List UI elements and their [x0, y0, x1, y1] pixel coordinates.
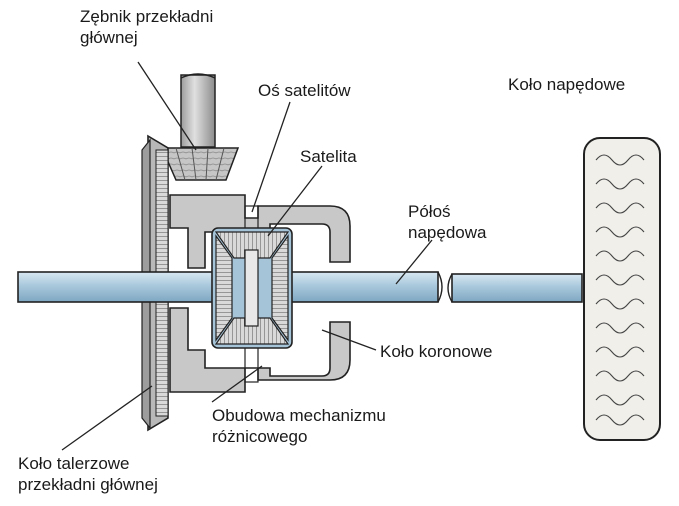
label-pinion: Zębnik przekładni głównej: [80, 7, 214, 47]
leader-side-gear: [321, 329, 377, 351]
pinion-gear: [160, 147, 240, 181]
half-shaft: [17, 271, 583, 303]
drive-wheel: [583, 137, 661, 441]
leader-ring-gear: [61, 385, 153, 451]
leader-pinion: [137, 61, 197, 151]
spider-gear-assembly: [211, 227, 293, 349]
label-spider-gear: Satelita: [300, 147, 357, 166]
label-spider-axis: Oś satelitów: [258, 81, 351, 100]
leader-spider-axis: [251, 101, 291, 213]
leader-spider-gear: [267, 165, 323, 237]
label-side-gear: Koło koronowe: [380, 342, 493, 361]
label-housing: Obudowa mechanizmu różnicowego: [212, 406, 386, 446]
label-drive-wheel: Koło napędowe: [508, 75, 626, 94]
leader-half-shaft: [395, 239, 433, 285]
leader-housing: [211, 365, 263, 403]
leader-lines: [61, 61, 433, 451]
ring-gear: [141, 134, 169, 432]
label-ring-gear: Koło talerzowe przekładni głównej: [18, 454, 158, 494]
label-half-shaft: Półoś napędowa: [408, 202, 487, 242]
